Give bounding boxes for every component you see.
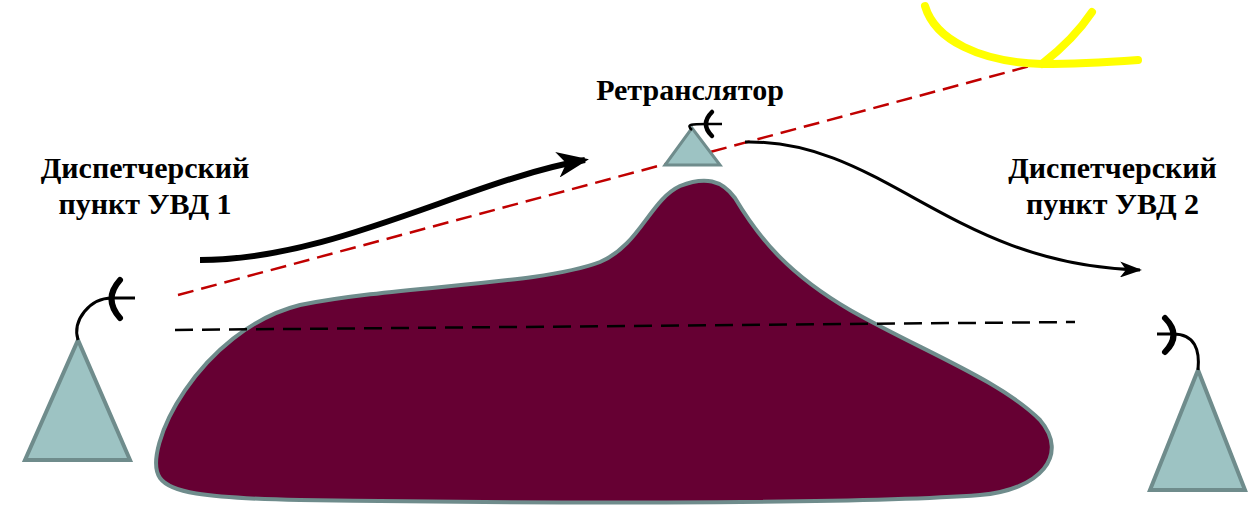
station-label: Диспетчерский пункт УВД 1: [13, 150, 278, 222]
sightline-red: [178, 62, 1045, 295]
signal-arrow: [200, 160, 585, 260]
mountain: [156, 181, 1052, 503]
station-label: Ретранслятор: [576, 72, 804, 108]
station-node: Диспетчерский пункт УВД 1: [5, 150, 285, 470]
blocked-sightline: [175, 322, 1075, 330]
station-node: Диспетчерский пункт УВД 2: [975, 150, 1250, 495]
station-node: Ретранслятор: [575, 72, 805, 170]
station-label: Диспетчерский пункт УВД 2: [980, 150, 1245, 222]
aircraft-symbol: [925, 6, 1138, 64]
